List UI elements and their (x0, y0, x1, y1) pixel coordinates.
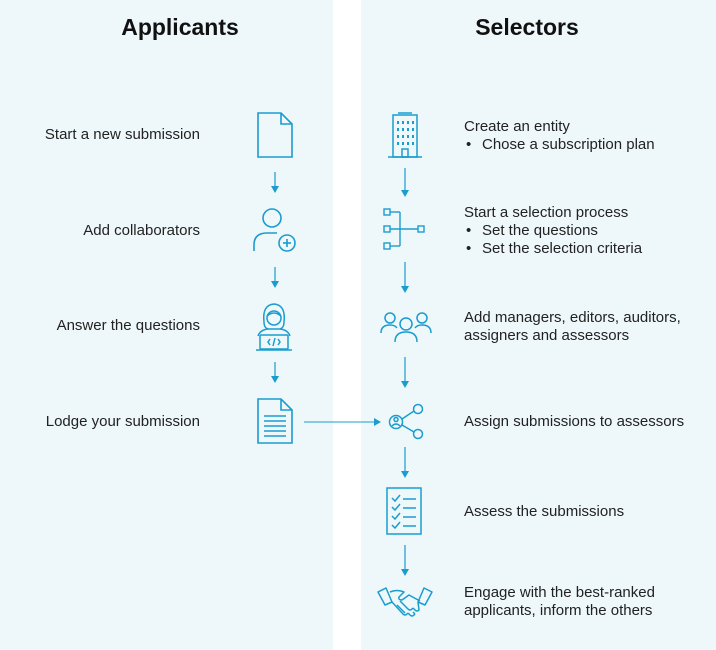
selector-step-6: Engage with the best-ranked applicants, … (464, 584, 655, 620)
applicant-arrow-2 (270, 267, 280, 289)
applicants-title: Applicants (121, 14, 239, 40)
selector-step-4-label: Assign submissions to assessors (464, 413, 685, 430)
applicant-step-2-label: Add collaborators (83, 222, 200, 239)
selector-step-6-line-1: Engage with the best-ranked (464, 584, 655, 601)
selector-step-1-label: Create an entity (464, 118, 570, 135)
bullet-item: Set the questions (464, 222, 642, 240)
user-group-icon (380, 311, 432, 343)
selector-step-1-bullets: Chose a subscription plan (464, 136, 655, 154)
selector-step-3-line-1: Add managers, editors, auditors, (464, 309, 681, 326)
building-icon (388, 112, 422, 158)
bullet-item: Chose a subscription plan (464, 136, 655, 154)
bullet-item: Set the selection criteria (464, 240, 642, 258)
selector-step-3-line-2: assigners and assessors (464, 327, 630, 344)
selector-step-6-line-2: applicants, inform the others (464, 602, 653, 619)
selector-step-3: Add managers, editors, auditors, assigne… (464, 309, 681, 345)
checklist-icon (386, 487, 422, 535)
applicant-arrow-1 (270, 172, 280, 194)
applicants-panel (0, 0, 333, 650)
applicant-arrow-3 (270, 362, 280, 384)
document-icon (257, 112, 293, 158)
selector-step-1: Create an entity Chose a subscription pl… (464, 118, 655, 154)
selector-arrow-5 (400, 545, 410, 577)
applicant-step-4-label: Lodge your submission (45, 413, 200, 430)
selector-step-2-label: Start a selection process (464, 204, 629, 221)
selector-arrow-1 (400, 168, 410, 198)
selector-step-5-label: Assess the submissions (464, 503, 625, 520)
user-add-icon (253, 207, 297, 253)
process-tree-icon (383, 208, 425, 250)
applicant-step-3-label: Answer the questions (56, 317, 200, 334)
applicant-step-1-label: Start a new submission (44, 126, 200, 143)
selector-arrow-2 (400, 262, 410, 294)
selector-arrow-4 (400, 447, 410, 479)
lined-document-icon (257, 398, 293, 444)
selector-step-2-bullets: Set the questions Set the selection crit… (464, 222, 642, 258)
selectors-title: Selectors (475, 14, 579, 40)
selector-arrow-3 (400, 357, 410, 389)
person-laptop-icon (255, 302, 293, 352)
handshake-icon (377, 584, 433, 620)
selector-step-2: Start a selection process Set the questi… (464, 204, 642, 258)
handoff-arrow (304, 417, 382, 427)
share-user-icon (388, 403, 426, 441)
